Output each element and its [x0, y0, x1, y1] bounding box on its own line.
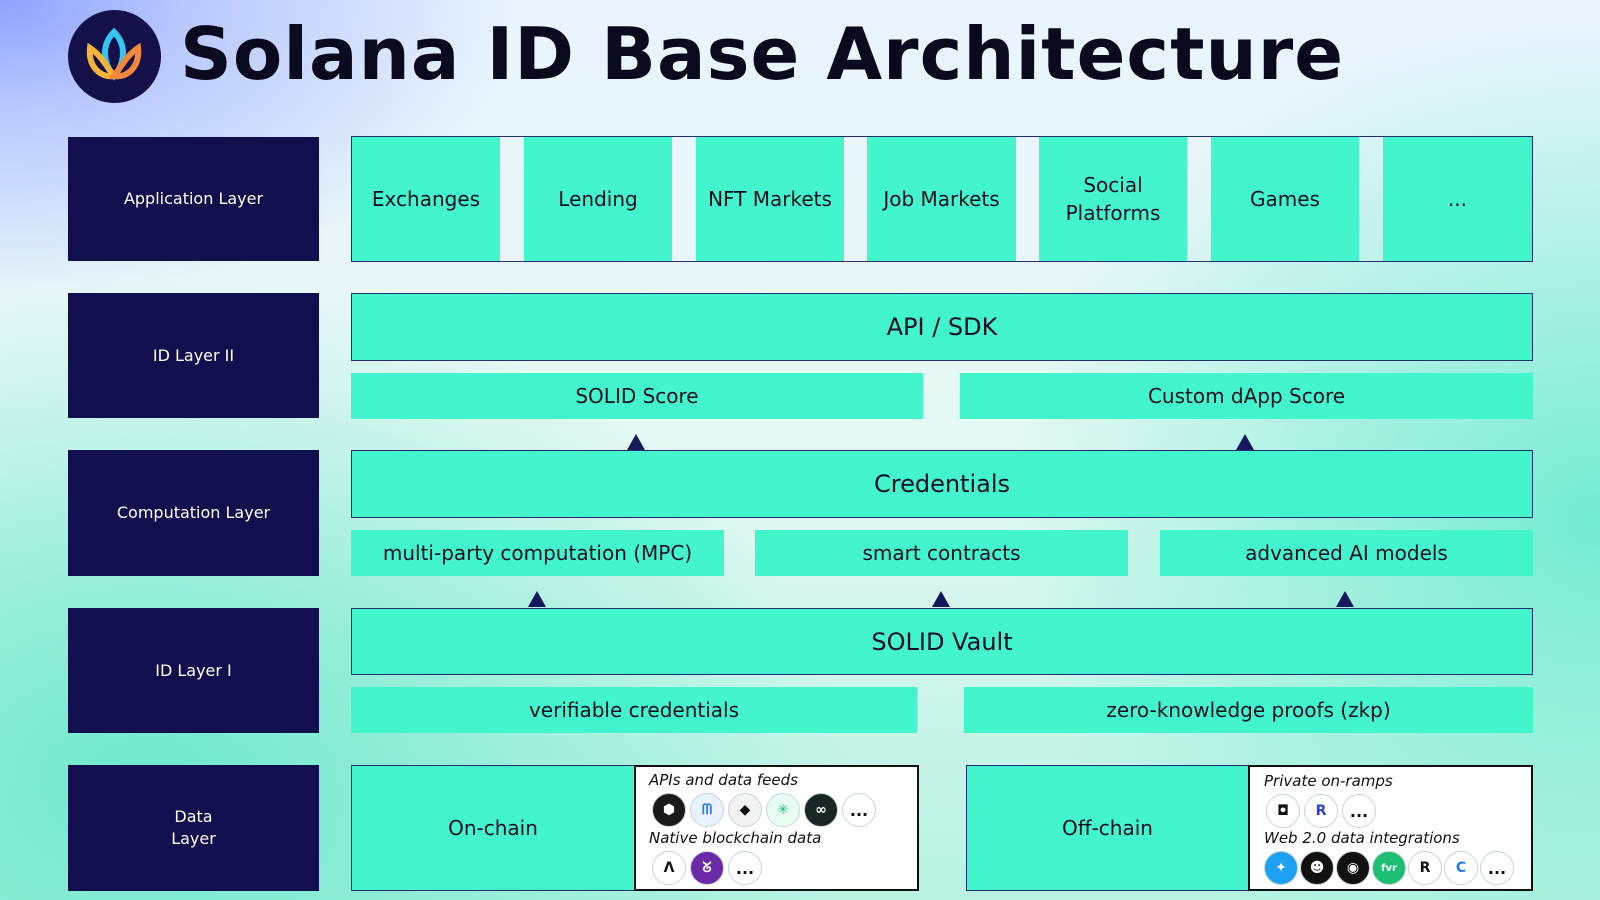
r-logo-icon: R — [1408, 851, 1442, 885]
ramps-title: Private on-ramps — [1264, 772, 1393, 790]
app-social-platforms: Social Platforms — [1039, 137, 1187, 261]
app-exchanges: Exchanges — [352, 137, 500, 261]
reddit-icon: ☻ — [1300, 851, 1334, 885]
app-lending: Lending — [524, 137, 672, 261]
arrow-up — [1336, 591, 1354, 607]
web2-title: Web 2.0 data integrations — [1264, 829, 1460, 847]
solid-vault-box: SOLID Vault — [351, 608, 1533, 675]
c-logo-icon: C — [1444, 851, 1478, 885]
native-title: Native blockchain data — [649, 829, 822, 847]
off-chain-box: Off-chain — [966, 765, 1249, 891]
blue-r-logo-icon: R — [1304, 794, 1338, 828]
arrow-up — [528, 591, 546, 607]
blue-m-logo-icon: ᗰ — [690, 793, 724, 827]
web2-icons: ✦ ☻ ◉ fvr R C ... — [1264, 851, 1514, 885]
custom-dapp-score-box: Custom dApp Score — [960, 373, 1533, 419]
smart-contracts-box: smart contracts — [755, 530, 1128, 576]
api-sdk-box: API / SDK — [351, 293, 1533, 361]
native-icons: Λ ᘜ ... — [652, 851, 762, 885]
label-computation-layer: Computation Layer — [68, 450, 319, 576]
on-chain-sources-panel: APIs and data feeds ⬢ ᗰ ◆ ✳ ∞ ... Native… — [634, 765, 919, 891]
verifiable-credentials-box: verifiable credentials — [351, 687, 917, 733]
p-box-logo-icon: ◘ — [1266, 794, 1300, 828]
label-application-layer: Application Layer — [68, 137, 319, 261]
diamond-logo-icon: ◆ — [728, 793, 762, 827]
arrow-up — [627, 434, 645, 450]
app-games: Games — [1211, 137, 1359, 261]
app-nft-markets: NFT Markets — [696, 137, 844, 261]
swirl-logo-icon: ∞ — [804, 793, 838, 827]
application-layer-frame — [351, 136, 1533, 262]
ramps-icons: ◘ R ... — [1266, 794, 1376, 828]
more-icon: ... — [1342, 794, 1376, 828]
off-chain-sources-panel: Private on-ramps ◘ R ... Web 2.0 data in… — [1248, 765, 1533, 891]
more-icon: ... — [728, 851, 762, 885]
solid-score-box: SOLID Score — [351, 373, 923, 419]
arrow-up — [1236, 434, 1254, 450]
on-chain-box: On-chain — [351, 765, 635, 891]
label-id-layer-1: ID Layer I — [68, 608, 319, 733]
label-id-layer-2: ID Layer II — [68, 293, 319, 418]
zkp-box: zero-knowledge proofs (zkp) — [964, 687, 1533, 733]
credentials-box: Credentials — [351, 450, 1533, 518]
app-more: ... — [1383, 137, 1532, 261]
page-title: Solana ID Base Architecture — [180, 12, 1345, 96]
solana-id-logo — [68, 10, 161, 103]
apis-icons: ⬢ ᗰ ◆ ✳ ∞ ... — [652, 793, 876, 827]
atom-logo-icon: ✳ — [766, 793, 800, 827]
label-data-layer: Data Layer — [68, 765, 319, 891]
apis-title: APIs and data feeds — [649, 771, 798, 789]
more-icon: ... — [842, 793, 876, 827]
ai-models-box: advanced AI models — [1160, 530, 1533, 576]
twitter-icon: ✦ — [1264, 851, 1298, 885]
app-job-markets: Job Markets — [867, 137, 1016, 261]
mpc-box: multi-party computation (MPC) — [351, 530, 724, 576]
lotus-icon — [86, 27, 142, 81]
oracle-shield-icon: ⬢ — [652, 793, 686, 827]
arrow-up — [932, 591, 950, 607]
more-icon: ... — [1480, 851, 1514, 885]
purple-orb-logo-icon: ᘜ — [690, 851, 724, 885]
delta-logo-icon: Λ — [652, 851, 686, 885]
fiverr-icon: fvr — [1372, 851, 1406, 885]
github-icon: ◉ — [1336, 851, 1370, 885]
